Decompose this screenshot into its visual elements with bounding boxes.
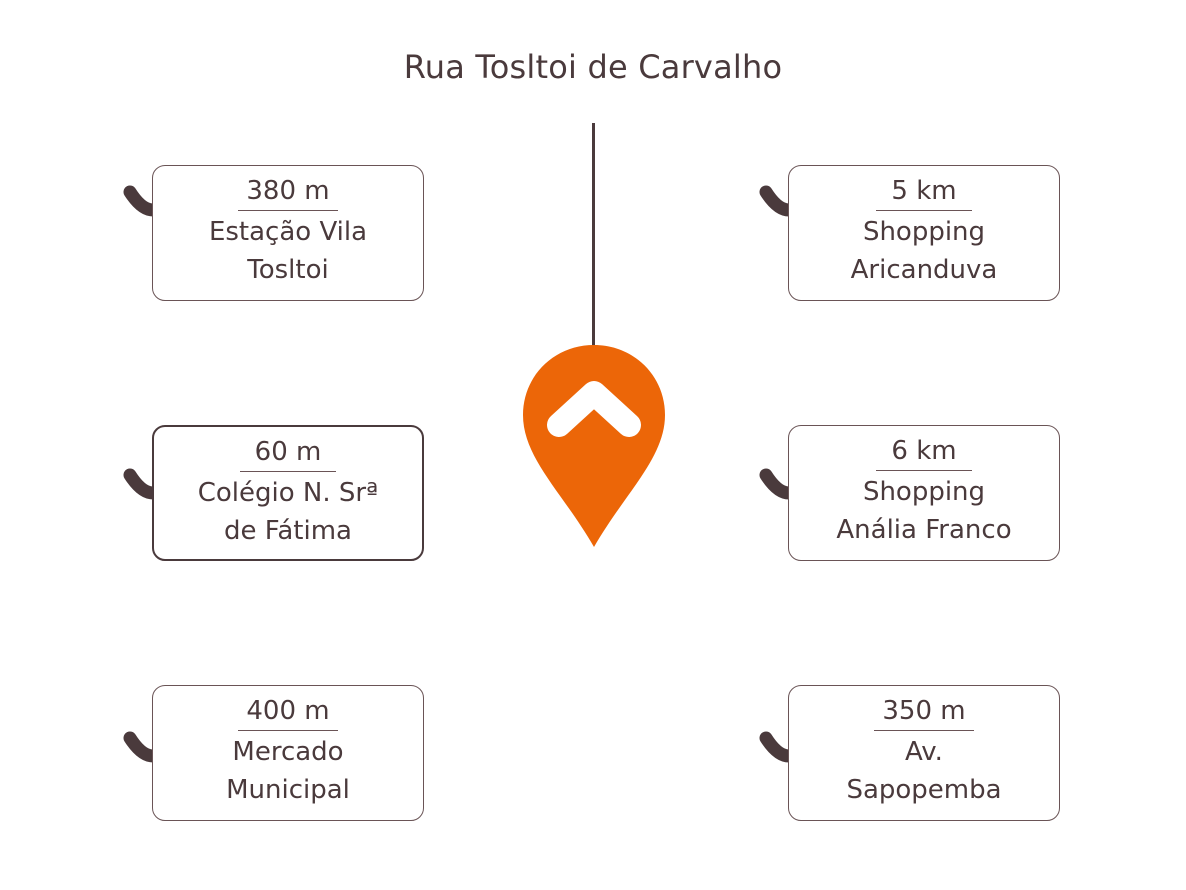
place-card-shopping-aricanduva: 5 km Shopping Aricanduva (788, 165, 1060, 301)
place-name: Colégio N. Srª de Fátima (198, 474, 379, 550)
place-distance: 380 m (238, 176, 338, 211)
place-name: Mercado Municipal (226, 733, 350, 809)
place-name-line1: Shopping (862, 217, 986, 247)
pin-stem (592, 123, 595, 355)
place-name-line2: Anália Franco (836, 515, 1012, 545)
place-card-estacao-vila-tosltoi: 380 m Estação Vila Tosltoi (152, 165, 424, 301)
place-name-line2: Sapopemba (846, 775, 1002, 805)
place-distance: 350 m (874, 696, 974, 731)
place-name-line2: Aricanduva (850, 255, 998, 285)
place-distance: 400 m (238, 696, 338, 731)
place-distance: 5 km (876, 176, 972, 211)
place-name: Av. Sapopemba (846, 733, 1001, 809)
place-distance: 60 m (240, 437, 336, 472)
place-name-line2: Municipal (226, 775, 350, 805)
place-name: Shopping Anália Franco (836, 473, 1011, 549)
place-card-shopping-analia-franco: 6 km Shopping Anália Franco (788, 425, 1060, 561)
place-name-line1: Shopping (862, 477, 986, 507)
page-title: Rua Tosltoi de Carvalho (403, 48, 783, 86)
place-name: Estação Vila Tosltoi (209, 213, 367, 289)
place-name-line1: Colégio N. Srª (197, 478, 379, 508)
place-card-colegio: 60 m Colégio N. Srª de Fátima (152, 425, 424, 561)
place-name-line1: Av. (905, 737, 943, 767)
place-distance: 6 km (876, 436, 972, 471)
place-card-mercado-municipal: 400 m Mercado Municipal (152, 685, 424, 821)
place-name-line2: Tosltoi (247, 255, 329, 285)
place-card-av-sapopemba: 350 m Av. Sapopemba (788, 685, 1060, 821)
place-name: Shopping Aricanduva (851, 213, 998, 289)
location-pin-icon (523, 345, 665, 547)
place-name-line1: Estação Vila (208, 217, 368, 247)
place-name-line1: Mercado (232, 737, 344, 767)
place-name-line2: de Fátima (224, 516, 352, 546)
